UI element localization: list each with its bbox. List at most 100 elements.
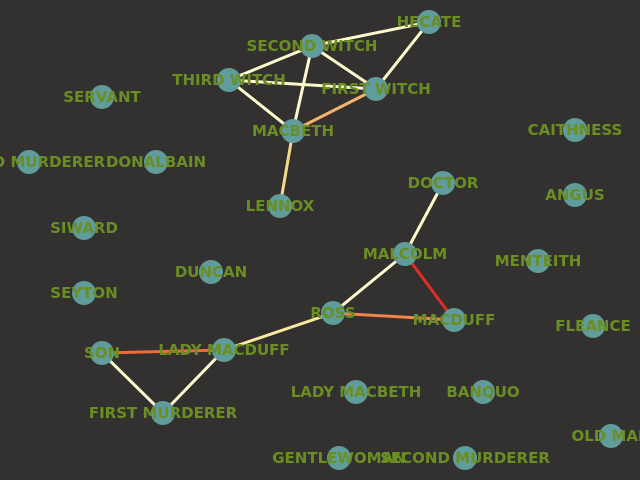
node-label: MACBETH <box>252 122 334 140</box>
edge-lady-macduff-first-murderer <box>161 348 226 415</box>
node-duncan[interactable]: DUNCAN <box>175 260 247 284</box>
edge-macbeth-lennox <box>278 129 295 208</box>
node-lady-macbeth[interactable]: LADY MACBETH <box>291 380 422 404</box>
node-circle[interactable] <box>344 380 368 404</box>
node-label: DOCTOR <box>408 174 479 192</box>
node-label: SEYTON <box>50 284 117 302</box>
edge-second-witch-hecate <box>310 20 431 48</box>
edge-second-witch-first-witch <box>310 44 378 91</box>
node-ross[interactable]: ROSS <box>310 301 356 325</box>
edge-doctor-malcolm <box>403 181 445 256</box>
node-circle[interactable] <box>393 242 417 266</box>
node-label: LENNOX <box>246 197 315 215</box>
edge-ross-macduff <box>331 311 456 322</box>
node-label: LADY MACBETH <box>291 383 422 401</box>
edges-layer <box>100 20 456 415</box>
node-circle[interactable] <box>364 77 388 101</box>
node-circle[interactable] <box>217 68 241 92</box>
node-circle[interactable] <box>471 380 495 404</box>
node-circle[interactable] <box>151 401 175 425</box>
node-label: THIRD WITCH <box>172 71 286 89</box>
node-label: DONALBAIN <box>106 153 206 171</box>
node-banquo[interactable]: BANQUO <box>446 380 520 404</box>
node-circle[interactable] <box>563 183 587 207</box>
node-siward[interactable]: SIWARD <box>50 216 118 240</box>
node-menteith[interactable]: MENTEITH <box>495 249 582 273</box>
node-gentlewoman[interactable]: GENTLEWOMAN <box>272 446 406 470</box>
node-label: SERVANT <box>63 88 141 106</box>
node-label: LADY MACDUFF <box>158 341 289 359</box>
edge-second-witch-macbeth <box>291 44 314 133</box>
edge-third-witch-macbeth <box>227 78 295 133</box>
node-circle[interactable] <box>321 301 345 325</box>
node-circle[interactable] <box>90 85 114 109</box>
edge-third-witch-first-witch <box>227 78 378 91</box>
node-circle[interactable] <box>442 308 466 332</box>
edge-malcolm-ross <box>331 252 407 315</box>
node-label: GENTLEWOMAN <box>272 449 406 467</box>
node-label: SECOND WITCH <box>247 37 378 55</box>
node-circle[interactable] <box>300 34 324 58</box>
node-circle[interactable] <box>453 446 477 470</box>
node-circle[interactable] <box>268 194 292 218</box>
node-circle[interactable] <box>72 281 96 305</box>
node-circle[interactable] <box>526 249 550 273</box>
node-circle[interactable] <box>72 216 96 240</box>
node-circle[interactable] <box>581 314 605 338</box>
node-label: DUNCAN <box>175 263 247 281</box>
node-circle[interactable] <box>327 446 351 470</box>
node-caithness[interactable]: CAITHNESS <box>528 118 623 142</box>
edge-ross-lady-macduff <box>222 311 335 352</box>
node-third-witch[interactable]: THIRD WITCH <box>172 68 286 92</box>
node-label: FIRST WITCH <box>321 80 431 98</box>
node-label: THIRD MURDERER <box>0 153 106 171</box>
node-donalbain[interactable]: DONALBAIN <box>106 150 206 174</box>
node-label: ROSS <box>310 304 355 322</box>
node-label: OLD MAN <box>571 427 640 445</box>
node-son[interactable]: SON <box>84 341 120 365</box>
node-lady-macduff[interactable]: LADY MACDUFF <box>158 338 290 362</box>
node-third-murderer[interactable]: THIRD MURDERER <box>0 150 106 174</box>
node-label: FLEANCE <box>555 317 630 335</box>
edge-son-lady-macduff <box>100 348 226 355</box>
node-servant[interactable]: SERVANT <box>63 85 142 109</box>
node-circle[interactable] <box>212 338 236 362</box>
node-seyton[interactable]: SEYTON <box>50 281 118 305</box>
node-label: SECOND MURDERER <box>380 449 550 467</box>
node-circle[interactable] <box>199 260 223 284</box>
node-macbeth[interactable]: MACBETH <box>252 119 334 143</box>
node-label: SON <box>84 344 120 362</box>
node-malcolm[interactable]: MALCOLM <box>363 242 447 266</box>
node-macduff[interactable]: MACDUFF <box>413 308 496 332</box>
edge-son-first-murderer <box>100 351 165 415</box>
node-circle[interactable] <box>563 118 587 142</box>
node-doctor[interactable]: DOCTOR <box>408 171 479 195</box>
node-hecate[interactable]: HECATE <box>397 10 462 34</box>
node-label: CAITHNESS <box>528 121 623 139</box>
edge-first-witch-macbeth <box>291 87 378 133</box>
node-label: MALCOLM <box>363 245 447 263</box>
node-circle[interactable] <box>599 424 623 448</box>
node-old-man[interactable]: OLD MAN <box>571 424 640 448</box>
node-lennox[interactable]: LENNOX <box>246 194 315 218</box>
node-label: ANGUS <box>545 186 604 204</box>
node-first-murderer[interactable]: FIRST MURDERER <box>89 401 238 425</box>
node-circle[interactable] <box>90 341 114 365</box>
node-circle[interactable] <box>431 171 455 195</box>
node-circle[interactable] <box>281 119 305 143</box>
node-label: BANQUO <box>446 383 519 401</box>
node-angus[interactable]: ANGUS <box>545 183 605 207</box>
node-label: MACDUFF <box>413 311 496 329</box>
edge-malcolm-macduff <box>403 252 456 322</box>
node-first-witch[interactable]: FIRST WITCH <box>321 77 431 101</box>
node-circle[interactable] <box>17 150 41 174</box>
nodes-layer: HECATE SECOND WITCH THIRD WITCH FIRST WITCH… <box>0 10 640 470</box>
node-fleance[interactable]: FLEANCE <box>555 314 631 338</box>
node-second-murderer[interactable]: SECOND MURDERER <box>380 446 550 470</box>
node-label: MENTEITH <box>495 252 582 270</box>
node-label: FIRST MURDERER <box>89 404 238 422</box>
node-circle[interactable] <box>417 10 441 34</box>
node-second-witch[interactable]: SECOND WITCH <box>247 34 378 58</box>
node-circle[interactable] <box>144 150 168 174</box>
